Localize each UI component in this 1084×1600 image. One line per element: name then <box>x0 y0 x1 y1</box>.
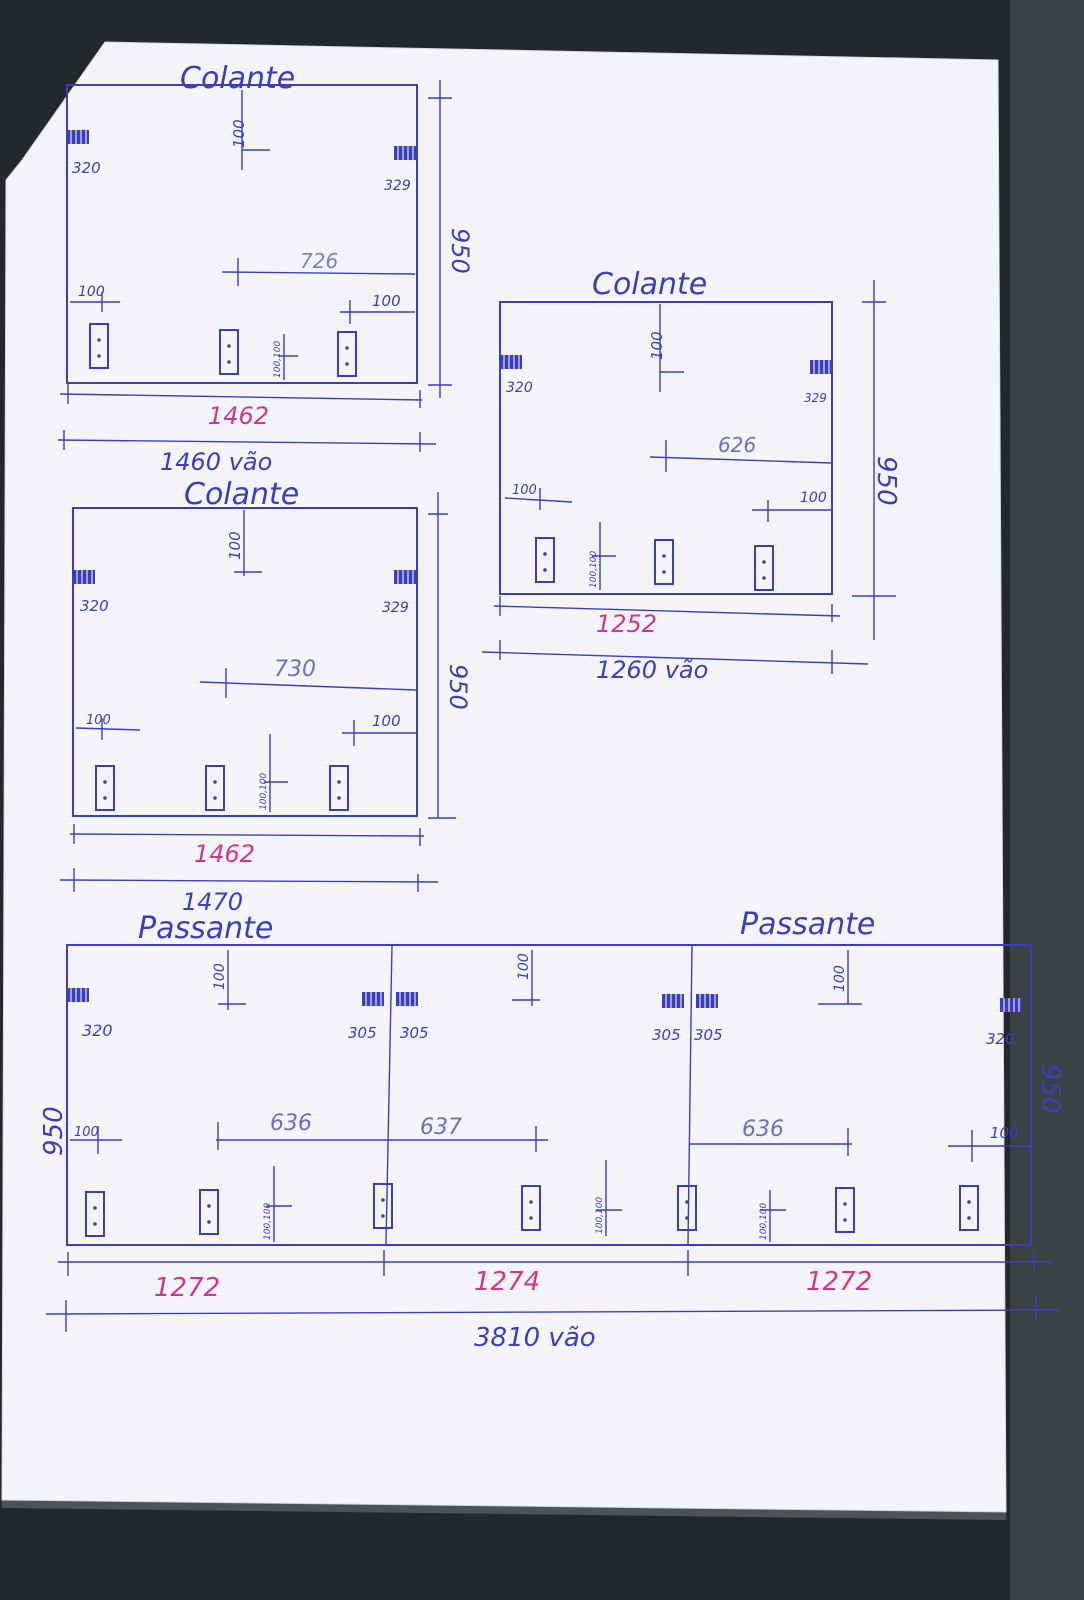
d2-inner-width: 626 <box>718 433 756 457</box>
d1-vao: 1460 vão <box>160 448 272 476</box>
d4-top-100-b: 100 <box>516 953 532 980</box>
d1-cabinet-outline <box>66 84 418 384</box>
d2-left-hinge-icon <box>499 354 523 370</box>
drawing-2: Colante 100 320 329 626 100 100 100,100 … <box>481 267 901 684</box>
d1-small-dims: 100,100 <box>273 341 283 378</box>
d1-right-code: 329 <box>384 178 411 194</box>
d3-title: Colante <box>184 477 299 512</box>
d2-left-code: 320 <box>506 380 533 396</box>
d3-height: 950 <box>444 664 472 710</box>
d4-mid1-hinge-b-icon <box>395 991 419 1007</box>
d1-height: 950 <box>446 228 474 274</box>
d3-inner-width: 730 <box>274 657 316 682</box>
d4-width-3: 1272 <box>806 1267 872 1297</box>
d4-top-100-c: 100 <box>832 965 848 992</box>
drawing-3: Colante 100 320 329 730 100 100 100,100 … <box>59 477 472 916</box>
d1-top-100: 100 <box>230 119 248 148</box>
d4-right-hinge-icon <box>999 997 1023 1013</box>
d3-top-100: 100 <box>226 531 244 560</box>
d2-right-100: 100 <box>800 490 827 506</box>
d4-inner-a: 636 <box>270 1111 312 1136</box>
d1-inner-width: 726 <box>300 249 338 273</box>
d4-mid1-hinge-a-icon <box>361 991 385 1007</box>
d4-code-p4: 305 <box>694 1026 723 1044</box>
d1-width: 1462 <box>208 402 269 430</box>
d2-title: Colante <box>592 267 707 302</box>
d4-height-right: 950 <box>1035 1064 1065 1114</box>
d4-code-right: 320 <box>986 1030 1015 1048</box>
d2-small-dims: 100,100 <box>589 551 599 588</box>
d4-small-b: 100,100 <box>595 1197 605 1234</box>
drawing-4: Passante Passante 100 100 100 320 305 30… <box>39 907 1065 1353</box>
d3-vao: 1470 <box>182 888 243 916</box>
d4-code-p3: 305 <box>652 1026 681 1044</box>
d4-mid2-hinge-a-icon <box>661 993 685 1009</box>
d4-height-left: 950 <box>39 1106 69 1156</box>
d1-left-100: 100 <box>78 284 105 300</box>
d3-right-hinge-icon <box>393 569 417 585</box>
d4-inner-b: 637 <box>420 1115 462 1140</box>
d2-right-code: 329 <box>804 391 827 405</box>
d3-right-code: 329 <box>382 600 409 616</box>
d4-small-a: 100,100 <box>263 1203 273 1240</box>
d4-width-2: 1274 <box>474 1267 540 1297</box>
d2-top-100: 100 <box>648 331 666 360</box>
d1-right-100: 100 <box>372 292 401 310</box>
d4-left-hinge-icon <box>66 987 90 1003</box>
d2-vao: 1260 vão <box>596 656 708 684</box>
d2-right-hinge-icon <box>809 359 833 375</box>
d4-total-vao: 3810 vão <box>474 1323 596 1353</box>
d3-left-100: 100 <box>86 713 111 728</box>
drawing-1: Colante 100 320 329 726 100 100 100,100 <box>57 61 474 476</box>
d4-code-left: 320 <box>82 1021 113 1040</box>
d2-left-100: 100 <box>512 483 537 498</box>
d4-left-100: 100 <box>74 1125 99 1140</box>
d1-title: Colante <box>180 61 295 96</box>
d3-left-hinge-icon <box>72 569 96 585</box>
d1-left-code: 320 <box>72 159 101 177</box>
glass-reflection <box>1010 0 1084 1600</box>
d4-right-100: 100 <box>990 1124 1019 1142</box>
d1-left-hinge-icon <box>66 129 90 145</box>
d3-width: 1462 <box>194 840 255 868</box>
d4-cabinet-outline <box>66 944 1032 1246</box>
d4-inner-c: 636 <box>742 1117 784 1142</box>
d3-cabinet-outline <box>72 507 418 817</box>
d3-right-100: 100 <box>372 712 401 730</box>
d3-left-code: 320 <box>80 597 109 615</box>
paper-shadow-bottom <box>2 1500 1006 1520</box>
d4-small-c: 100,100 <box>759 1203 769 1240</box>
d3-small-dims: 100,100 <box>259 773 269 810</box>
d4-code-p1: 305 <box>348 1024 377 1042</box>
d2-height: 950 <box>871 456 901 506</box>
d4-width-1: 1272 <box>154 1273 220 1303</box>
d2-cabinet-outline <box>499 301 833 595</box>
d1-right-hinge-icon <box>393 145 417 161</box>
d4-mid2-hinge-b-icon <box>695 993 719 1009</box>
d4-code-p2: 305 <box>400 1024 429 1042</box>
d4-title-right: Passante <box>740 907 875 942</box>
d4-title-left: Passante <box>138 911 273 946</box>
d2-width: 1252 <box>596 610 657 638</box>
d4-top-100-a: 100 <box>212 963 228 990</box>
